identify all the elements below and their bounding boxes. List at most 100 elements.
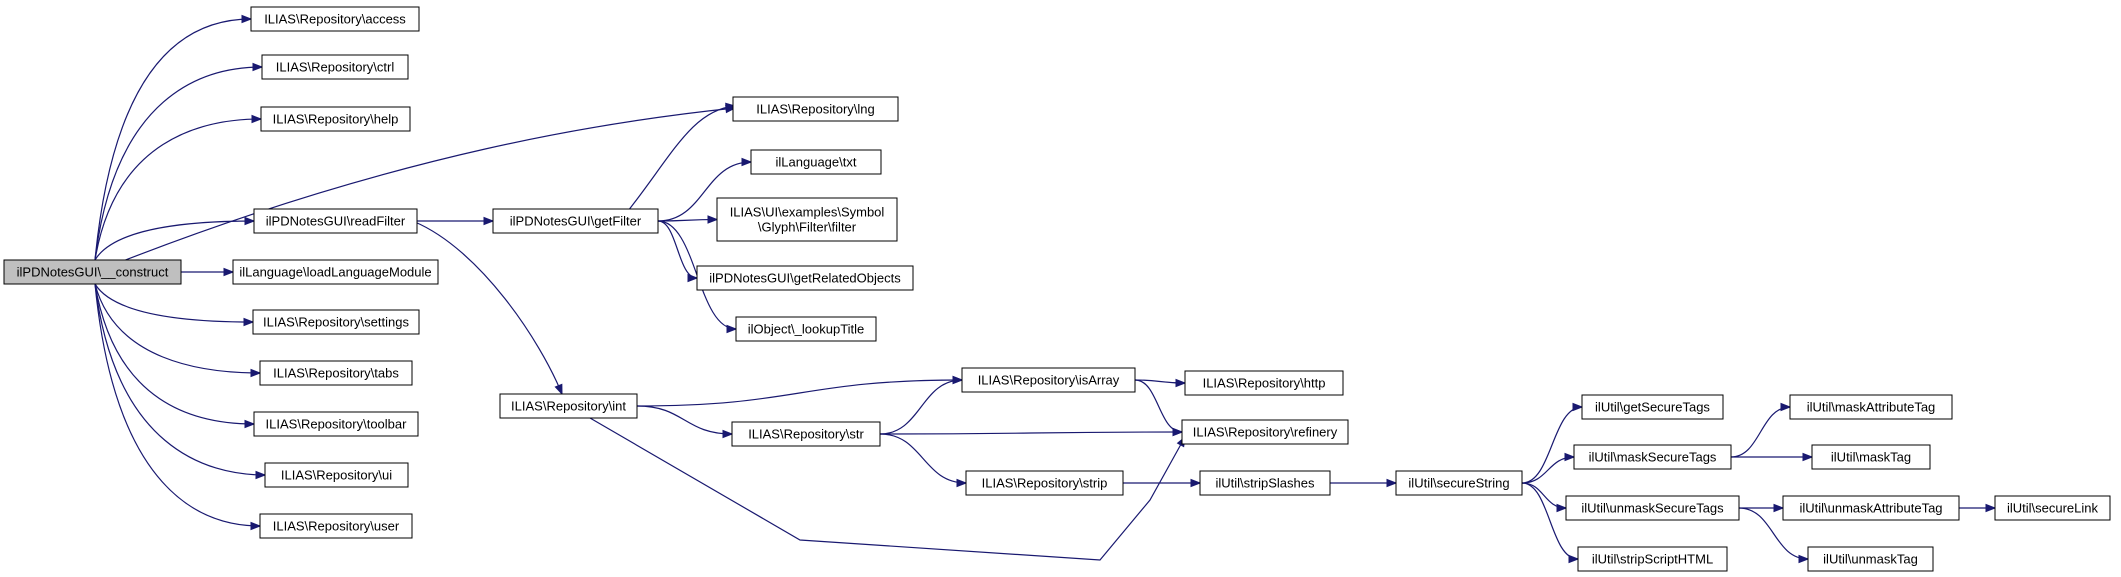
node-refinery[interactable]: ILIAS\Repository\refinery (1181, 419, 1349, 445)
node-unmaskTag[interactable]: ilUtil\unmaskTag (1807, 546, 1934, 572)
arrowhead (1556, 503, 1568, 513)
edge-line (879, 431, 1183, 435)
node-label: ILIAS\UI\examples\Symbol (730, 205, 885, 220)
edge-int-to-isArray (636, 375, 964, 407)
node-txt[interactable]: ilLanguage\txt (750, 149, 882, 175)
edges-layer (94, 14, 1997, 564)
node-box (1994, 495, 2111, 521)
node-ui[interactable]: ILIAS\Repository\ui (264, 462, 409, 488)
arrowhead (725, 102, 737, 112)
edge-getFilter-to-getRelatedObjects (657, 220, 699, 283)
edge-line (94, 18, 252, 261)
node-getFilter[interactable]: ilPDNotesGUI\getFilter (492, 208, 659, 234)
node-str[interactable]: ILIAS\Repository\str (731, 421, 881, 447)
arrowhead (1386, 478, 1398, 488)
edge-line (1521, 406, 1583, 484)
arrowhead (483, 216, 495, 226)
edge-construct-to-toolbar (94, 283, 256, 429)
node-box (492, 208, 659, 234)
arrowhead (1568, 554, 1580, 564)
edge-line (414, 221, 563, 395)
node-box (735, 316, 877, 342)
node-box (3, 259, 182, 285)
edge-isArray-to-refinery (1134, 379, 1184, 437)
node-getSecureTags[interactable]: ilUtil\getSecureTags (1581, 394, 1724, 420)
edge-maskSecureTags-to-maskAttributeTag (1730, 402, 1792, 458)
node-box (252, 309, 420, 335)
node-maskSecureTags[interactable]: ilUtil\maskSecureTags (1573, 444, 1732, 470)
edge-line (94, 283, 266, 476)
node-label: ilPDNotesGUI\getFilter (510, 214, 642, 229)
nodes-layer: ilPDNotesGUI\__constructILIAS\Repository… (3, 6, 2111, 572)
edge-line (657, 220, 698, 279)
node-label: ilPDNotesGUI\readFilter (266, 214, 406, 229)
node-stripSlashes[interactable]: ilUtil\stripSlashes (1199, 470, 1331, 496)
node-label: ilUtil\secureString (1408, 476, 1509, 491)
arrowhead (741, 157, 753, 167)
node-settings[interactable]: ILIAS\Repository\settings (252, 309, 420, 335)
node-filter[interactable]: ILIAS\UI\examples\Symbol\Glyph\Filter\fi… (716, 197, 898, 242)
node-user[interactable]: ILIAS\Repository\user (259, 513, 413, 539)
arrowhead (244, 216, 256, 226)
edge-construct-to-ctrl (94, 62, 264, 261)
node-box (1181, 419, 1349, 445)
node-access[interactable]: ILIAS\Repository\access (250, 6, 420, 32)
edge-construct-to-loadLanguageModule (181, 267, 235, 277)
node-box (1789, 394, 1953, 420)
node-label: ILIAS\Repository\access (264, 12, 406, 27)
node-getRelatedObjects[interactable]: ilPDNotesGUI\getRelatedObjects (696, 265, 914, 291)
node-box (1573, 444, 1732, 470)
node-box (716, 197, 898, 242)
node-lng[interactable]: ILIAS\Repository\lng (732, 96, 899, 122)
node-ctrl[interactable]: ILIAS\Repository\ctrl (261, 54, 409, 80)
node-box (253, 411, 419, 437)
node-secureString[interactable]: ilUtil\secureString (1395, 470, 1523, 496)
node-box (1199, 470, 1331, 496)
node-strip[interactable]: ILIAS\Repository\strip (965, 470, 1124, 496)
node-stripScriptHTML[interactable]: ilUtil\stripScriptHTML (1577, 546, 1728, 572)
node-label: ILIAS\Repository\toolbar (266, 417, 408, 432)
edge-isArray-to-http (1134, 378, 1187, 388)
arrowhead (255, 470, 267, 480)
node-unmaskSecureTags[interactable]: ilUtil\unmaskSecureTags (1565, 495, 1740, 521)
edge-str-to-refinery (879, 427, 1184, 437)
node-isArray[interactable]: ILIAS\Repository\isArray (961, 367, 1136, 393)
arrowhead (1190, 478, 1202, 488)
node-label: ilPDNotesGUI\__construct (17, 265, 169, 280)
node-help[interactable]: ILIAS\Repository\help (260, 106, 411, 132)
node-label: ILIAS\Repository\help (273, 112, 399, 127)
node-maskTag[interactable]: ilUtil\maskTag (1811, 444, 1931, 470)
node-label: ilUtil\unmaskSecureTags (1581, 501, 1724, 516)
node-maskAttributeTag[interactable]: ilUtil\maskAttributeTag (1789, 394, 1953, 420)
node-box (1184, 370, 1344, 396)
edge-construct-to-settings (94, 283, 255, 327)
node-secureLink[interactable]: ilUtil\secureLink (1994, 495, 2111, 521)
arrowhead (252, 62, 264, 72)
node-int[interactable]: ILIAS\Repository\int (499, 393, 638, 419)
edge-line (657, 161, 752, 222)
node-box (965, 470, 1124, 496)
node-label: ilUtil\maskAttributeTag (1807, 400, 1936, 415)
node-readFilter[interactable]: ilPDNotesGUI\readFilter (253, 208, 418, 234)
edge-str-to-isArray (879, 375, 964, 435)
node-label: ilUtil\secureLink (2007, 501, 2099, 516)
node-box (232, 259, 439, 285)
edge-construct-to-ui (94, 283, 267, 480)
node-construct[interactable]: ilPDNotesGUI\__construct (3, 259, 182, 285)
edge-construct-to-tabs (94, 283, 262, 378)
node-http[interactable]: ILIAS\Repository\http (1184, 370, 1344, 396)
node-unmaskAttributeTag[interactable]: ilUtil\unmaskAttributeTag (1782, 495, 1960, 521)
node-lookupTitle[interactable]: ilObject\_lookupTitle (735, 316, 877, 342)
node-loadLanguageModule[interactable]: ilLanguage\loadLanguageModule (232, 259, 439, 285)
node-toolbar[interactable]: ILIAS\Repository\toolbar (253, 411, 419, 437)
node-label: ILIAS\Repository\ctrl (276, 60, 395, 75)
arrowhead (1780, 402, 1792, 412)
node-box (961, 367, 1136, 393)
node-label: ilUtil\unmaskAttributeTag (1799, 501, 1942, 516)
node-label: ilLanguage\txt (776, 155, 857, 170)
edge-readFilter-to-int (414, 221, 563, 396)
edge-strip-to-stripSlashes (1122, 478, 1202, 488)
edge-secureString-to-stripScriptHTML (1521, 482, 1580, 564)
arrowhead (726, 324, 738, 334)
node-tabs[interactable]: ILIAS\Repository\tabs (259, 360, 413, 386)
